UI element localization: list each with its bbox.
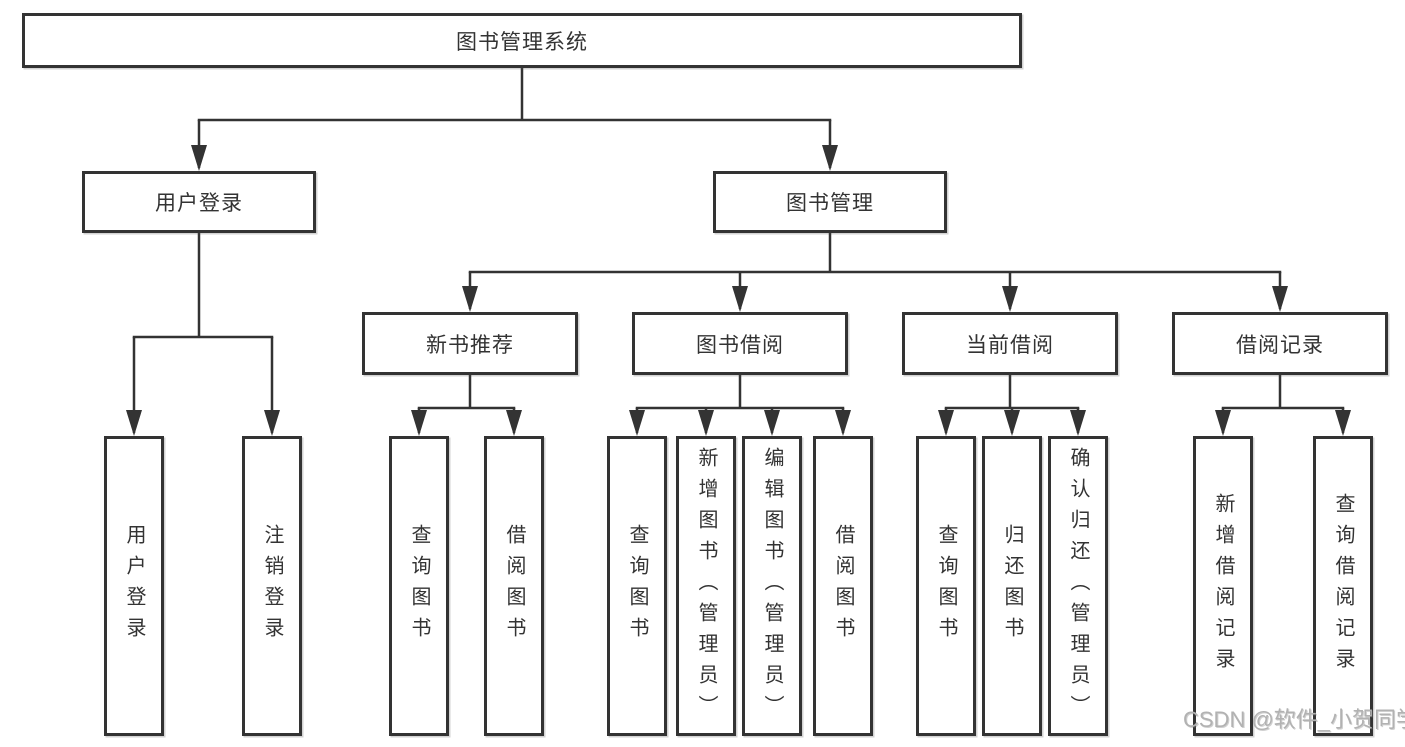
leaf-recommend-query-books: 查询图书 — [389, 436, 449, 736]
node-book-borrowing-label: 图书借阅 — [696, 333, 784, 357]
leaf-recommend-borrow-books-label: 借阅图书 — [503, 524, 525, 648]
node-root-system: 图书管理系统 — [22, 13, 1022, 68]
leaf-borrowing-borrow-books: 借阅图书 — [813, 436, 873, 736]
leaf-borrowing-query-books-label: 查询图书 — [626, 524, 648, 648]
node-root-label: 图书管理系统 — [456, 30, 588, 54]
leaf-logout-label: 注销登录 — [261, 524, 283, 648]
node-user-login: 用户登录 — [82, 171, 316, 233]
node-borrow-records: 借阅记录 — [1172, 312, 1388, 375]
leaf-add-borrow-record: 新增借阅记录 — [1193, 436, 1253, 736]
csdn-watermark: CSDN @软件_小贺同学 — [1183, 707, 1405, 732]
node-book-management: 图书管理 — [713, 171, 947, 233]
leaf-add-borrow-record-label: 新增借阅记录 — [1212, 493, 1234, 679]
leaf-query-borrow-record: 查询借阅记录 — [1313, 436, 1373, 736]
leaf-confirm-return-admin-label: 确认归还（管理员） — [1067, 446, 1089, 726]
leaf-edit-books-admin-label: 编辑图书（管理员） — [761, 446, 783, 726]
leaf-edit-books-admin: 编辑图书（管理员） — [742, 436, 802, 736]
node-user-login-label: 用户登录 — [155, 192, 243, 215]
leaf-borrowing-borrow-books-label: 借阅图书 — [832, 524, 854, 648]
leaf-recommend-borrow-books: 借阅图书 — [484, 436, 544, 736]
leaf-logout: 注销登录 — [242, 436, 302, 736]
node-book-borrowing: 图书借阅 — [632, 312, 848, 375]
leaf-add-books-admin-label: 新增图书（管理员） — [695, 446, 717, 726]
node-new-book-recommendation-label: 新书推荐 — [426, 333, 514, 357]
node-book-management-label: 图书管理 — [786, 192, 874, 215]
node-current-borrowing: 当前借阅 — [902, 312, 1118, 375]
leaf-recommend-query-books-label: 查询图书 — [408, 524, 430, 648]
node-current-borrowing-label: 当前借阅 — [966, 333, 1054, 357]
node-new-book-recommendation: 新书推荐 — [362, 312, 578, 375]
leaf-query-borrow-record-label: 查询借阅记录 — [1332, 493, 1354, 679]
leaf-current-query-books: 查询图书 — [916, 436, 976, 736]
leaf-borrowing-query-books: 查询图书 — [607, 436, 667, 736]
leaf-user-login: 用户登录 — [104, 436, 164, 736]
node-borrow-records-label: 借阅记录 — [1236, 333, 1324, 357]
leaf-confirm-return-admin: 确认归还（管理员） — [1048, 436, 1108, 736]
leaf-return-books: 归还图书 — [982, 436, 1042, 736]
leaf-add-books-admin: 新增图书（管理员） — [676, 436, 736, 736]
leaf-current-query-books-label: 查询图书 — [935, 524, 957, 648]
leaf-return-books-label: 归还图书 — [1001, 524, 1023, 648]
leaf-user-login-label: 用户登录 — [123, 524, 145, 648]
